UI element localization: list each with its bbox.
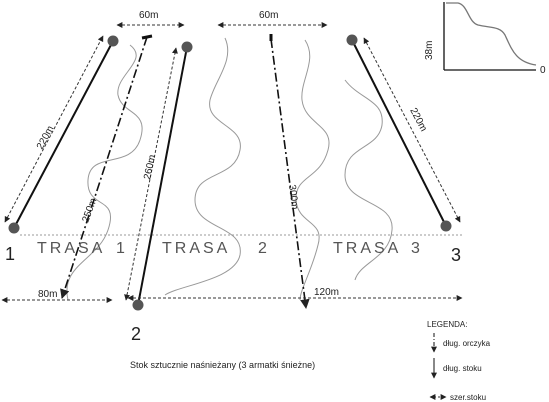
slope-length-arrow-1 xyxy=(4,35,104,223)
route1-top-point xyxy=(107,35,119,47)
ski-track-3 xyxy=(295,39,330,301)
route3-bottom-point xyxy=(440,220,452,232)
route1-bottom-point xyxy=(8,222,20,234)
lift-line-1 xyxy=(60,36,148,299)
route3-length-label: 220m xyxy=(407,106,428,133)
slope-line-1 xyxy=(13,40,114,229)
legend-width-text: szer.stoku xyxy=(450,393,486,402)
top-width-right-label: 60m xyxy=(259,10,278,21)
legend-title: LEGENDA: xyxy=(427,320,467,329)
slope-line-3 xyxy=(351,39,447,227)
route2-number: 2 xyxy=(258,240,270,257)
route2-label: TRASA xyxy=(162,240,230,257)
route1-lift-label: 250m xyxy=(80,197,99,224)
route2-length-label: 260m xyxy=(142,154,158,181)
slope-length-arrow-3 xyxy=(363,37,461,223)
bottom-width-left-label: 80m xyxy=(38,289,57,300)
lift-top-1 xyxy=(141,34,153,40)
route1-length-label: 220m xyxy=(35,124,56,151)
route1-number: 1 xyxy=(116,240,128,257)
route3-number: 3 xyxy=(411,240,423,257)
lift-line-2 xyxy=(270,38,310,309)
route3-label: TRASA xyxy=(333,240,401,257)
profile-zero-label: 0 xyxy=(540,65,546,76)
route1-label: TRASA xyxy=(37,240,105,257)
ski-track-2 xyxy=(164,37,241,296)
route2-bottom-point xyxy=(132,299,144,311)
legend-lift-text: dług. orczyka xyxy=(443,339,491,348)
top-width-left-label: 60m xyxy=(139,10,158,21)
slope-length-arrow-2 xyxy=(124,47,178,301)
route3-id: 3 xyxy=(451,245,461,265)
route3-top-point xyxy=(346,34,358,46)
route2-id: 2 xyxy=(131,324,141,344)
route1-id: 1 xyxy=(5,244,15,264)
route2-top-point xyxy=(181,41,193,53)
profile-height-label: 38m xyxy=(424,41,435,60)
bottom-width-right-label: 120m xyxy=(314,287,339,298)
route2-lift-label: 300m xyxy=(286,184,300,210)
diagram-caption: Stok sztucznie naśnieżany (3 armatki śni… xyxy=(130,360,315,370)
legend-slope-text: dług. stoku xyxy=(443,364,482,373)
profile-curve xyxy=(446,2,537,66)
